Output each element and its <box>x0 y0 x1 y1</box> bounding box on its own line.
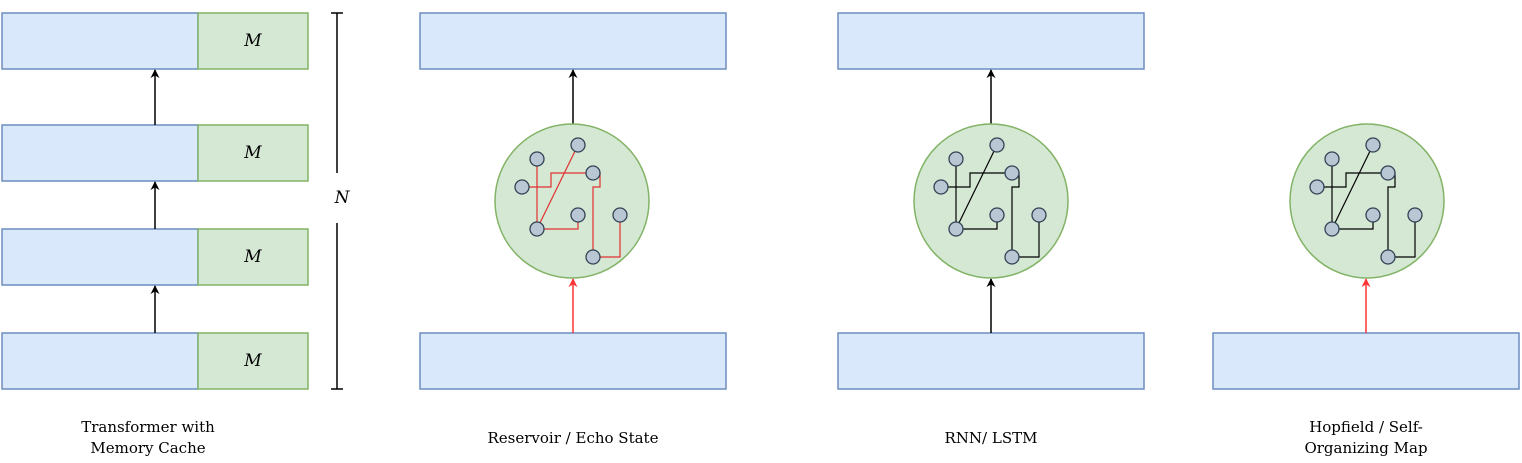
network-connection <box>1331 144 1374 230</box>
network-node <box>585 165 601 181</box>
network-node <box>1031 207 1047 223</box>
transformer-layer: M <box>1 332 309 390</box>
hopfield-network <box>1289 123 1445 279</box>
network-node <box>1309 179 1325 195</box>
caption-hopfield-line2: Organizing Map <box>1304 439 1427 457</box>
network-node <box>1407 207 1423 223</box>
reservoir-panel: Reservoir / Echo State <box>419 12 727 447</box>
network-node <box>1365 207 1381 223</box>
network-node <box>585 249 601 265</box>
caption-hopfield-line1: Hopfield / Self- <box>1309 418 1423 436</box>
network-connection <box>536 144 579 230</box>
network-connection <box>537 172 593 188</box>
network-connection <box>956 172 1012 188</box>
depth-label: N <box>334 188 351 208</box>
transformer-block <box>1 124 199 182</box>
network-connection <box>593 215 621 258</box>
output-block <box>837 12 1145 70</box>
caption-rnn: RNN/ LSTM <box>945 429 1038 447</box>
input-block <box>419 332 727 390</box>
memory-cache-block <box>197 228 309 286</box>
transformer-block <box>1 228 199 286</box>
depth-bracket <box>331 12 343 390</box>
memory-label: M <box>243 143 262 163</box>
input-block <box>837 332 1145 390</box>
network-node <box>1324 221 1340 237</box>
memory-cache-block <box>197 124 309 182</box>
caption-transformer-line2: Memory Cache <box>90 439 205 457</box>
network-node <box>1004 165 1020 181</box>
network-connection <box>1332 172 1388 188</box>
network-node <box>529 151 545 167</box>
network-node <box>570 207 586 223</box>
memory-label: M <box>243 31 262 51</box>
caption-transformer-line1: Transformer with <box>81 418 215 436</box>
network-node <box>989 207 1005 223</box>
network-node <box>1365 137 1381 153</box>
network-node <box>1324 151 1340 167</box>
network-node <box>1004 249 1020 265</box>
network-node <box>948 221 964 237</box>
transformer-block <box>1 332 199 390</box>
network-node <box>933 179 949 195</box>
network-connection <box>1012 215 1040 258</box>
memory-cache-block <box>197 332 309 390</box>
network-node <box>514 179 530 195</box>
caption-reservoir: Reservoir / Echo State <box>488 429 659 447</box>
network-node <box>570 137 586 153</box>
memory-cache-block <box>197 12 309 70</box>
network-node <box>989 137 1005 153</box>
output-block <box>419 12 727 70</box>
input-block <box>1212 332 1520 390</box>
rnn-network <box>913 123 1069 279</box>
network-node <box>948 151 964 167</box>
transformer-block <box>1 12 199 70</box>
transformer-layer: M <box>1 124 309 182</box>
reservoir-network <box>494 123 650 279</box>
memory-label: M <box>243 351 262 371</box>
network-node <box>1380 165 1396 181</box>
network-node <box>612 207 628 223</box>
network-node <box>529 221 545 237</box>
network-connection <box>955 144 998 230</box>
transformer-layer: M <box>1 12 309 70</box>
memory-label: M <box>243 247 262 267</box>
network-connection <box>1388 215 1416 258</box>
transformer-panel: M M M M N Transformer with Memory Cac <box>1 12 351 457</box>
rnn-panel: RNN/ LSTM <box>837 12 1145 447</box>
hopfield-panel: Hopfield / Self- Organizing Map <box>1212 123 1520 457</box>
network-node <box>1380 249 1396 265</box>
transformer-layer: M <box>1 228 309 286</box>
